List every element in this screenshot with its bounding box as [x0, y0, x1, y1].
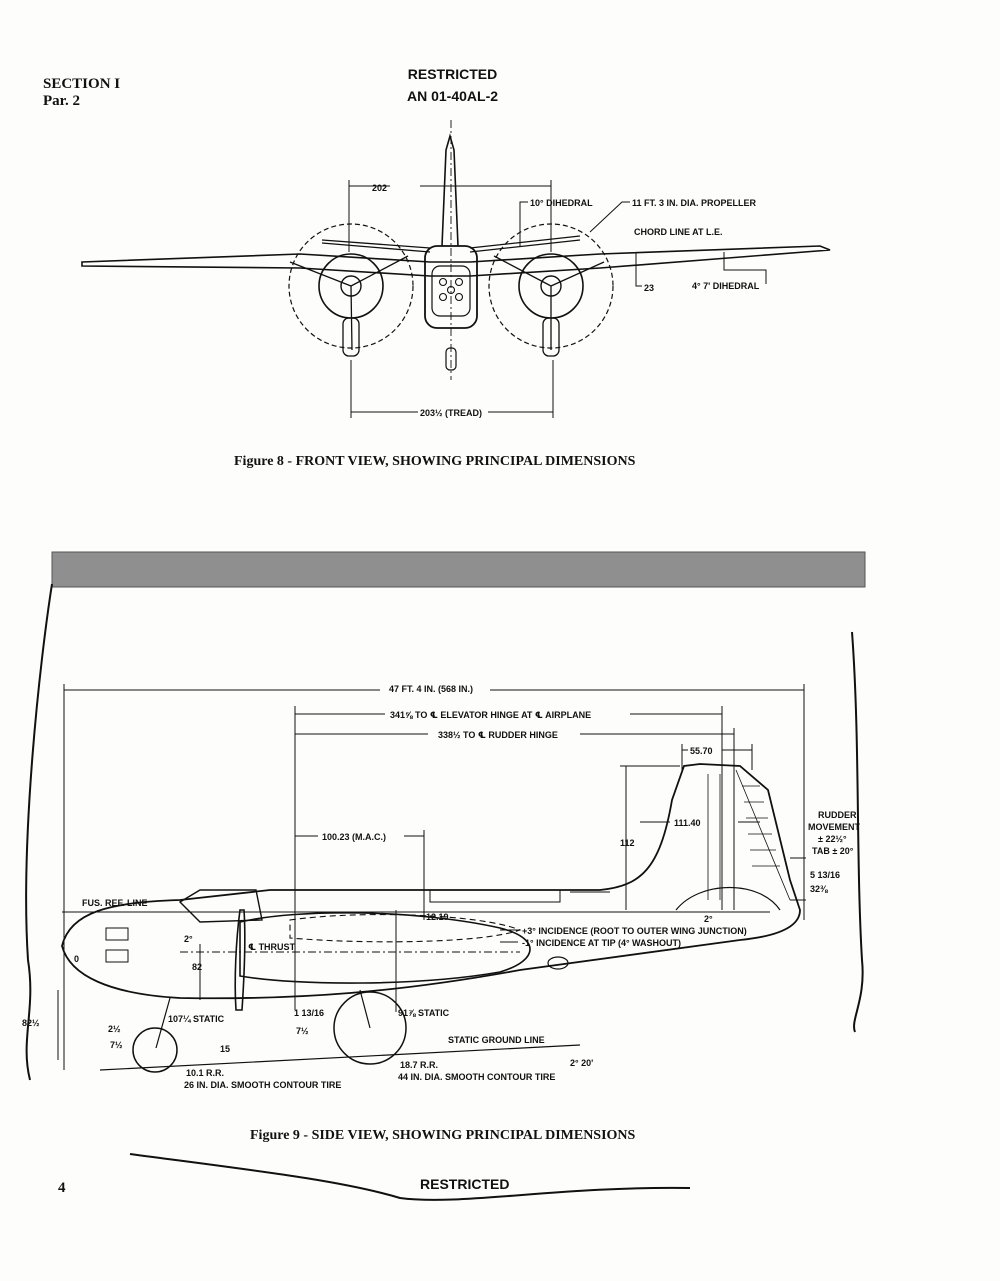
front-tail-outline: [321, 235, 581, 253]
left-binding-curve: [25, 583, 53, 1081]
incidence-tip-label: -1° INCIDENCE AT TIP (4° WASHOUT): [522, 938, 681, 948]
dim-82-half: 82½: [22, 1018, 40, 1028]
side-rear-windows: [429, 889, 610, 903]
dim-7-half-left: 7½: [110, 1040, 123, 1050]
front-right-gear: [542, 317, 560, 357]
side-wing-section: [289, 914, 522, 943]
dim-202-lines: [348, 180, 552, 252]
footer-curve: [129, 1153, 691, 1201]
dim-5570-lines: [681, 744, 753, 770]
rr-18-label: 18.7 R.R.: [400, 1060, 438, 1070]
front-view-drawing: 202 10° DIHEDRAL 11 FT. 3 IN. DIA. PROPE…: [81, 120, 831, 418]
side-nose-window-2: [105, 949, 129, 963]
side-nacelle: [239, 912, 531, 984]
dim-112: 112: [620, 838, 635, 848]
side-fuselage-outline: [61, 763, 801, 1000]
incidence-root-label: +3° INCIDENCE (ROOT TO OUTER WING JUNCTI…: [522, 926, 747, 936]
dihedral-4-7-label: 4° 7' DIHEDRAL: [692, 281, 760, 291]
side-view-drawing: 47 FT. 4 IN. (568 IN.) 341⅝ TO ℄ ELEVATO…: [22, 551, 866, 1090]
side-nose-window-1: [105, 927, 129, 941]
rr-10-label: 10.1 R.R.: [186, 1068, 224, 1078]
tire-44-label: 44 IN. DIA. SMOOTH CONTOUR TIRE: [398, 1072, 555, 1082]
dihedral-10-label: 10° DIHEDRAL: [530, 198, 593, 208]
thrust-label: ℄ THRUST: [248, 942, 296, 952]
dim-32-3-8: 32⅜: [810, 884, 828, 894]
right-binding-curve: [851, 631, 864, 1033]
rudder-hinge-label: 338½ TO ℄ RUDDER HINGE: [438, 730, 558, 740]
overall-length-label: 47 FT. 4 IN. (568 IN.): [389, 684, 473, 694]
tire-26-label: 26 IN. DIA. SMOOTH CONTOUR TIRE: [184, 1080, 341, 1090]
paragraph-number: Par. 2: [43, 93, 80, 109]
header-classification: RESTRICTED: [407, 66, 498, 82]
figure-8-caption: Figure 8 - FRONT VIEW, SHOWING PRINCIPAL…: [234, 454, 636, 469]
dim-11140: 111.40: [674, 818, 701, 828]
front-nose-guns: [438, 277, 464, 302]
side-propeller: [234, 909, 246, 1011]
footer-scan-line: [129, 1153, 691, 1201]
dim-mac-lines: [295, 830, 425, 920]
chord-line-label: CHORD LINE AT L.E.: [634, 227, 723, 237]
dim-tread-lines: [350, 360, 554, 418]
fus-ref-line-label: FUS. REF. LINE: [82, 898, 148, 908]
dim-vertical-lines: [57, 944, 201, 1060]
tail-angle-2-label: 2°: [704, 914, 713, 924]
angle-2-label: 2°: [184, 934, 193, 944]
front-leader-lines: [519, 201, 767, 287]
figure-9-caption: Figure 9 - SIDE VIEW, SHOWING PRINCIPAL …: [250, 1128, 636, 1143]
side-stabilizer: [675, 886, 781, 911]
static-107-label: 107¼ STATIC: [168, 1014, 225, 1024]
side-canopy: [178, 889, 263, 923]
incidence-leader-lines: [500, 929, 518, 943]
dim-23: 23: [644, 283, 654, 293]
footer-classification: RESTRICTED: [420, 1176, 510, 1192]
dim-0: 0: [74, 954, 79, 964]
document-number: AN 01-40AL-2: [406, 88, 499, 104]
dim-5570: 55.70: [690, 746, 713, 756]
front-left-blades: [289, 255, 409, 351]
front-wing-outline: [81, 245, 831, 277]
dim-15: 15: [220, 1044, 230, 1054]
dim-elevator-lines: [294, 706, 723, 1010]
side-main-wheel: [333, 991, 407, 1065]
dim-2-half: 2½: [108, 1024, 121, 1034]
mac-label: 100.23 (M.A.C.): [322, 832, 386, 842]
side-gear-struts: [155, 989, 371, 1049]
dim-82: 82: [192, 962, 202, 972]
side-porthole: [547, 956, 569, 970]
front-left-gear: [342, 317, 360, 357]
propeller-label: 11 FT. 3 IN. DIA. PROPELLER: [632, 198, 757, 208]
dim-rudder-lines: [295, 728, 735, 910]
rudder-movement-label: MOVEMENT: [808, 822, 861, 832]
dim-overall-lines: [63, 684, 805, 1070]
dim-12-19: 12.19: [426, 912, 449, 922]
dim-1-13-16: 1 13/16: [294, 1008, 324, 1018]
front-fin-outline: [441, 133, 459, 247]
dim-112-lines: [620, 765, 680, 910]
side-fin-ribs: [707, 769, 791, 901]
dim-tail-small-lines: [790, 857, 806, 901]
section-heading: SECTION I Par. 2: [43, 76, 120, 110]
rudder-angle-label: ± 22½°: [818, 834, 847, 844]
tread-label: 203½ (TREAD): [420, 408, 482, 418]
elevator-hinge-label: 341⅝ TO ℄ ELEVATOR HINGE AT ℄ AIRPLANE: [390, 710, 591, 720]
section-number: SECTION I: [43, 76, 121, 92]
rudder-label: RUDDER: [818, 810, 857, 820]
tab-angle-label: TAB ± 20°: [812, 846, 854, 856]
static-ground-line: [99, 1044, 581, 1071]
static-ground-label: STATIC GROUND LINE: [448, 1035, 545, 1045]
dim-5-13-16: 5 13/16: [810, 870, 840, 880]
angle-2-20-label: 2° 20': [570, 1058, 593, 1068]
static-91-label: 91⅞ STATIC: [398, 1008, 450, 1018]
side-nose-wheel: [132, 1027, 178, 1073]
dim-202: 202: [372, 183, 387, 193]
page-number: 4: [58, 1180, 66, 1196]
dim-7-half-mid: 7½: [296, 1026, 309, 1036]
front-left-propeller-disc: [288, 223, 414, 349]
scan-halftone-bar: [52, 552, 865, 587]
